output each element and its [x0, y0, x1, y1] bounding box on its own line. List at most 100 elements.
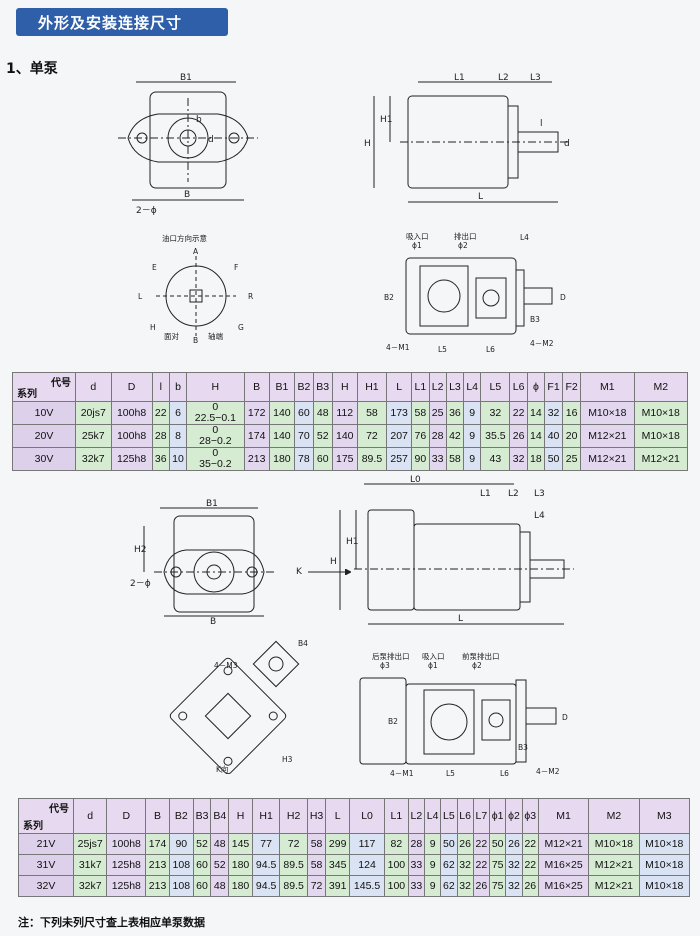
table-cell: 76: [411, 424, 430, 448]
label-h3: H3: [282, 755, 293, 764]
table-cell: 75: [489, 875, 507, 897]
table-cell: 180: [228, 875, 253, 897]
label2-m2: 4－M2: [536, 767, 560, 776]
table-cell: 50: [489, 833, 507, 855]
table-cell: 32: [480, 401, 511, 425]
table-cell: 36: [445, 401, 465, 425]
column-header: L: [386, 372, 413, 402]
column-header: H: [228, 798, 253, 834]
table-cell: 50: [544, 447, 564, 471]
table-cell: 50: [440, 833, 458, 855]
label2-m1: 4－M1: [390, 769, 414, 778]
table-cell: 6: [168, 401, 188, 425]
table-cell: 33: [407, 854, 426, 876]
column-header: L2: [428, 372, 447, 402]
column-header: H: [331, 372, 358, 402]
single-pump-front-view: B1 B 2－ϕ b d: [118, 70, 258, 220]
series-cell: 10V: [12, 401, 76, 425]
table-cell: 0 28−0.2: [186, 424, 245, 448]
table-cell: 62: [440, 875, 458, 897]
bolt-hole-right: [228, 132, 240, 144]
table-cell: 207: [386, 424, 413, 448]
table-cell: 174: [243, 424, 270, 448]
footnote: 注：下列未列尺寸查上表相应单泵数据: [18, 916, 205, 929]
table-cell: 100h8: [110, 424, 153, 448]
table-cell: 124: [349, 854, 386, 876]
ports-housing: [405, 257, 517, 335]
label-l4: L4: [520, 233, 529, 242]
column-header: M2: [588, 798, 640, 834]
table-cell: 125h8: [106, 854, 147, 876]
table-cell: 125h8: [110, 447, 153, 471]
table-cell: M10×18: [633, 424, 689, 448]
column-header: B1: [268, 372, 295, 402]
dir-A: A: [193, 247, 199, 256]
dir-face: 面对: [164, 331, 179, 341]
table-cell: 28: [407, 833, 426, 855]
double-pump-side-view: K L0 L1 L2 L3 L4 H H1 L: [294, 470, 584, 630]
table-cell: 9: [424, 875, 442, 897]
table-cell: 60: [192, 854, 212, 876]
table-cell: 52: [192, 833, 212, 855]
table-cell: 52: [312, 424, 333, 448]
table-cell: 26: [509, 424, 528, 448]
label-m3: 4－M3: [214, 661, 238, 670]
dir-E: E: [152, 263, 157, 272]
table-cell: 72: [356, 424, 388, 448]
label-b4: B4: [298, 639, 308, 648]
column-header: L5: [440, 798, 458, 834]
column-header: d: [75, 372, 112, 402]
label2-l5: L5: [446, 769, 455, 778]
column-header: l: [151, 372, 170, 402]
label2-inlet-phi: ϕ1: [428, 661, 438, 670]
table-cell: 82: [384, 833, 409, 855]
table-cell: 9: [463, 447, 482, 471]
label2-h2: H2: [134, 545, 147, 555]
corner-bottom: 系列: [17, 389, 37, 400]
column-header: B4: [210, 798, 230, 834]
table-cell: 25: [562, 447, 582, 471]
column-header: ϕ3: [521, 798, 539, 834]
column-header: b: [168, 372, 188, 402]
column-header: L7: [472, 798, 491, 834]
label-inlet: 吸入口: [406, 232, 429, 241]
column-header: B3: [312, 372, 333, 402]
direction-title: 油口方向示意: [162, 233, 207, 243]
label2-l3: L3: [534, 489, 545, 499]
label-b: B: [184, 190, 190, 200]
table-cell: 72: [279, 833, 308, 855]
single-pump-side-view: L1 L2 L3 H1 H L l d: [360, 70, 580, 210]
label2-l1: L1: [480, 489, 491, 499]
table-cell: 213: [243, 447, 270, 471]
table-cell: 145: [228, 833, 253, 855]
table-cell: 26: [456, 833, 474, 855]
table-cell: 26: [505, 833, 523, 855]
table-cell: 94.5: [251, 854, 281, 876]
label2-l6: L6: [500, 769, 509, 778]
column-header: B2: [293, 372, 314, 402]
label-2phi: 2－ϕ: [136, 206, 157, 216]
table-cell: 36: [151, 447, 170, 471]
table-cell: 180: [228, 854, 253, 876]
label2-b: B: [210, 617, 216, 626]
table-cell: 52: [210, 854, 230, 876]
single-pump-ports-view: 吸入口 ϕ1 排出口 ϕ2 L4 B2 B3 D 4－M1 L5 L6 4－M2: [380, 230, 580, 356]
column-header: H2: [279, 798, 308, 834]
k-direction-view: B4 4－M3 H3 K向: [158, 634, 328, 774]
table-cell: 58: [356, 401, 388, 425]
column-header: L5: [480, 372, 511, 402]
table-corner: 代号 系列: [12, 372, 76, 402]
direction-circle: [165, 265, 227, 327]
column-header: D: [106, 798, 147, 834]
table-cell: 32: [456, 875, 474, 897]
table-cell: 58: [411, 401, 430, 425]
table-cell: 25js7: [72, 833, 108, 855]
table-cell: 22: [151, 401, 170, 425]
table-cell: 100: [384, 875, 409, 897]
dir-B: B: [193, 336, 198, 344]
table-cell: 140: [268, 401, 295, 425]
table-cell: M10×18: [580, 401, 635, 425]
